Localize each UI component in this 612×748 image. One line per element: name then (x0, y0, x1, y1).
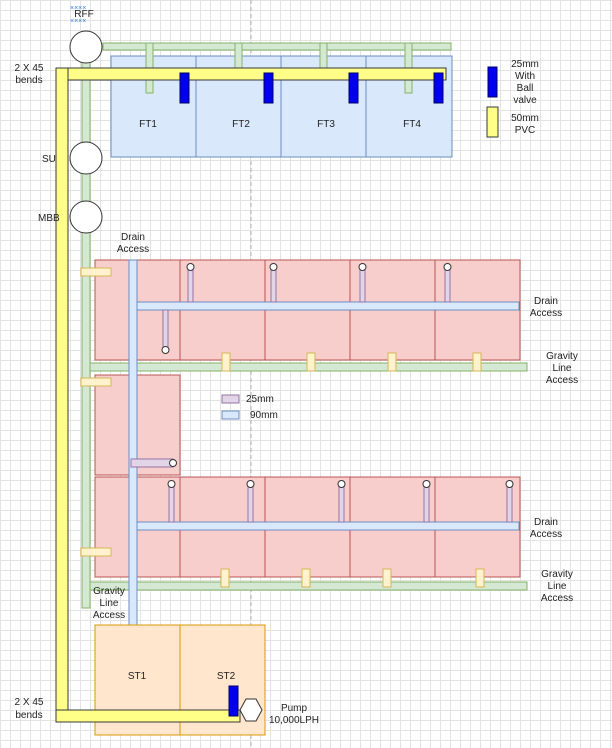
legend-ball-valve-line3: Ball (517, 83, 534, 94)
ball-valve-icon (433, 72, 444, 104)
svg-text:××××: ×××× (70, 5, 86, 12)
gravity-access-right2-line1: Gravity (541, 569, 573, 580)
bends-top-line1: 2 X 45 (15, 63, 44, 74)
pvc50-bottom-line (55, 709, 241, 723)
fish-tank-label: FT1 (139, 119, 157, 130)
su-filter-icon (69, 141, 103, 175)
drain-access-right2-line1: Drain (534, 517, 558, 528)
gravity-access-left-line2: Line (100, 598, 119, 609)
drain-access-top-line1: Drain (121, 232, 145, 243)
ball-valve-icon (263, 72, 274, 104)
gravity-access-right1-line1: Gravity (546, 351, 578, 362)
gravity-fittings (80, 267, 485, 588)
fish-tank-label: FT4 (403, 119, 421, 130)
fish-tank-label: FT3 (317, 119, 335, 130)
sump-tank-label: ST1 (128, 671, 147, 682)
risers-lower (167, 480, 514, 523)
rff-hatch: ×××× ×××× (70, 5, 86, 25)
legend-pvc-line2: PVC (515, 125, 536, 136)
fish-tank-label: FT2 (232, 119, 250, 130)
bends-top-line2: bends (15, 75, 42, 86)
legend-ball-valve-line2: With (515, 71, 535, 82)
connector-end (169, 459, 177, 467)
legend-ball-valve-line4: valve (513, 95, 537, 106)
pipe25-icon (221, 394, 240, 404)
risers-upper (161, 263, 452, 354)
ball-valve-icon (228, 685, 239, 717)
gravity-access-left-line1: Gravity (93, 586, 125, 597)
tank-drop (234, 42, 243, 69)
svg-text:××××: ×××× (70, 18, 86, 25)
pump-label-line2: 10,000LPH (269, 715, 319, 726)
drain-access-right2-line2: Access (530, 529, 562, 540)
pipe90-icon (221, 410, 240, 420)
manifold-90mm-lower (134, 521, 520, 531)
ball-valve-icon (348, 72, 359, 104)
gravity-access-right2-line2: Line (548, 581, 567, 592)
bends-bottom-line1: 2 X 45 (15, 697, 44, 708)
legend-25mm: 25mm (246, 394, 274, 405)
connector-25mm (130, 458, 174, 468)
pvc50-top-line (55, 67, 447, 81)
legend-mid: 25mm 90mm (221, 394, 278, 421)
top-gravity-line (102, 42, 452, 51)
gravity-access-left-line3: Access (93, 610, 125, 621)
ball-valve-icon (487, 66, 498, 98)
su-label: SU (42, 154, 56, 165)
ball-valves (179, 72, 444, 717)
sump-tank-label: ST2 (217, 671, 236, 682)
drain-access-top-line2: Access (117, 244, 149, 255)
gravity-access-right1-line2: Line (553, 363, 572, 374)
drain-access-right1-line2: Access (530, 308, 562, 319)
drain-access-right1-line1: Drain (534, 296, 558, 307)
pump-label-line1: Pump (281, 703, 308, 714)
pvc50-riser (55, 67, 69, 723)
tank-drop (319, 42, 328, 69)
pump-icon (239, 698, 263, 722)
bends-bottom-line2: bends (15, 710, 42, 721)
legend-90mm: 90mm (250, 410, 278, 421)
legend-ball-valve-line1: 25mm (511, 59, 539, 70)
pvc50-icon (486, 106, 499, 138)
rff-label: RFF (74, 9, 93, 20)
ball-valve-icon (179, 72, 190, 104)
mbb-label: MBB (38, 213, 60, 224)
gravity-access-right2-line3: Access (541, 593, 573, 604)
gravity-access-right1-line3: Access (546, 375, 578, 386)
manifold-90mm-upper (134, 301, 520, 311)
legend-top: 25mm With Ball valve 50mm PVC (486, 59, 539, 138)
rff-filter-icon (69, 30, 103, 64)
legend-pvc-line1: 50mm (511, 113, 539, 124)
mbb-filter-icon (69, 200, 103, 234)
drain-main-90mm (128, 259, 138, 641)
